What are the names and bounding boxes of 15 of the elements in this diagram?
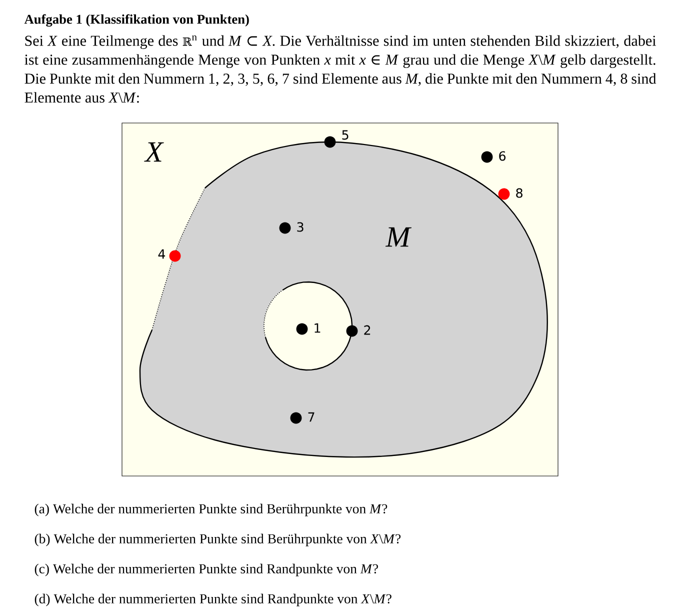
point-number: 8 [516,188,522,198]
paragraph: Sei X eine Teilmenge des ℝ$^{n}$ und M ⊂ X. Die Verhältnisse sind im unten stehenden Bild skizziert, dabei ist eine zusammenhängende Menge von Punkten x mit x ∈ M grau und die Menge X\M gelb dargestellt. Die Punkte mit den Nummern 1, 2, 3, 5, 6, 7 sind Elemente aus M, die Punkte mit den Nummern 4, 8 sind Elemente aus X\M: [24,35,656,103]
set-label: X [144,142,164,162]
point-number: 3 [297,222,304,232]
set-label: M [385,227,412,247]
point-number: 1 [314,323,320,333]
point-number: 4 [158,249,166,259]
question: (a) Welche der nummerierten Punkte sind Berührpunkte von M? [34,504,388,516]
point-number: 7 [308,412,314,422]
question: (c) Welche der nummerierten Punkte sind Randpunkte von M? [34,564,378,576]
question: (b) Welche der nummerierten Punkte sind Berührpunkte von X\M? [34,534,401,546]
heading: Aufgabe 1 (Klassifikation von Punkten) [24,14,249,27]
question: (d) Welche der nummerierten Punkte sind Randpunkte von X\M? [34,594,392,606]
point-number: 6 [499,151,506,161]
point-number: 2 [364,325,370,335]
